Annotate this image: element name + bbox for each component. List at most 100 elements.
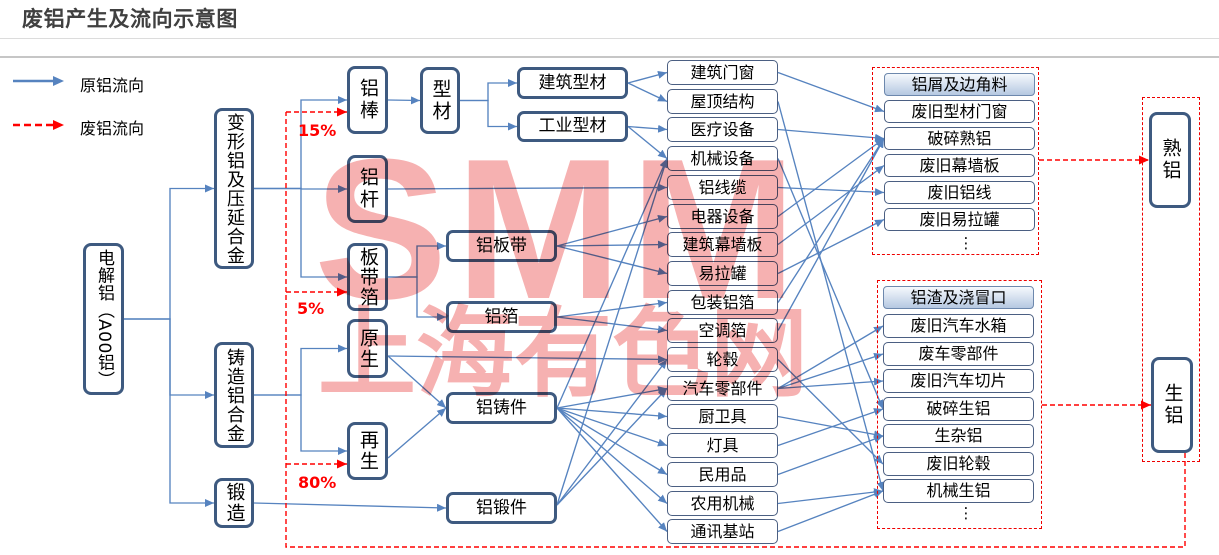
forging-box: 锻造 [214, 478, 254, 528]
scrap-class-frame [1142, 97, 1200, 462]
primary-flow-cans-to-old-cans [777, 218, 885, 275]
primary-box: 原生 [347, 319, 388, 378]
auto-parts-box: 汽车零部件 [667, 376, 778, 401]
primary-flow-castings-to-farm-machinery [556, 407, 668, 505]
lamps-box: 灯具 [667, 433, 778, 458]
header-divider [0, 56, 1219, 58]
secondary-label: 再生 [357, 430, 379, 472]
primary-flow-forgings-to-machinery [556, 158, 669, 506]
forgings-label: 铝锻件 [476, 497, 527, 518]
primary-flow-castings-to-household [556, 407, 668, 476]
kitchen-bath-box: 厨卫具 [667, 404, 778, 429]
primary-flow-industrial-profile-to-machinery [627, 125, 668, 160]
wire-rod-box: 铝杆 [347, 155, 388, 223]
primary-flow-household-to-mixed-cast [777, 435, 884, 476]
forgings-box: 铝锻件 [446, 492, 557, 524]
cans-label: 易拉罐 [698, 263, 747, 283]
old-al-wire-label: 废旧铝线 [927, 182, 992, 202]
primary-flow-wrought-to-sheet-foil [254, 187, 347, 281]
primary-flow-casting-alloy-to-secondary [254, 394, 347, 455]
shredded-wrought-label: 破碎熟铝 [927, 128, 992, 148]
building-profile-box: 建筑型材 [517, 67, 628, 99]
profile-label: 型材 [429, 78, 452, 123]
castings-label: 铝铸件 [476, 397, 527, 418]
packaging-foil-box: 包装铝箔 [667, 290, 778, 315]
industrial-profile-label: 工业型材 [538, 116, 607, 136]
dross-group-header-label: 铝渣及浇冒口 [910, 287, 1007, 307]
primary-flow-sheet-foil-to-sheet-strip [388, 242, 446, 278]
primary-flow-castings-to-telecom-station [556, 407, 668, 532]
scrap-share-label: 80% [298, 473, 337, 492]
old-cans-label: 废旧易拉罐 [919, 209, 1000, 229]
old-cans-box: 废旧易拉罐 [884, 208, 1035, 231]
rod-box: 铝棒 [347, 66, 388, 134]
sheet-strip-label: 铝板带 [476, 235, 527, 256]
primary-flow-curtain-wall-to-old-curtain-wall [777, 164, 885, 246]
packaging-foil-label: 包装铝箔 [690, 292, 755, 312]
primary-flow-castings-to-auto-parts [556, 386, 668, 409]
cans-box: 易拉罐 [667, 261, 778, 286]
primary-flow-castings-to-lamps [556, 407, 668, 447]
scrap-share-label: 15% [298, 121, 337, 140]
primary-flow-castings-to-machinery [556, 158, 668, 409]
primary-flow-roof-structure-to-machinery-cast [777, 101, 885, 492]
primary-flow-secondary-to-castings [387, 407, 447, 459]
doors-windows-box: 建筑门窗 [667, 60, 778, 85]
primary-flow-machinery-to-shredded-cast [777, 158, 884, 410]
sheet-foil-box: 板带箔 [347, 243, 388, 311]
primary-flow-lamps-to-shredded-cast [777, 408, 884, 447]
primary-flow-forgings-to-auto-parts [556, 388, 668, 506]
telecom-station-label: 通讯基站 [690, 521, 755, 541]
household-label: 民用品 [698, 464, 747, 484]
primary-flow-kitchen-bath-to-mixed-cast [777, 415, 884, 439]
wheels-label: 轮毂 [706, 349, 739, 369]
primary-flow-industrial-profile-to-medical-equipment [627, 124, 668, 133]
household-box: 民用品 [667, 462, 778, 487]
page-title: 废铝产生及流向示意图 [22, 7, 238, 31]
primary-flow-forgings-to-wheels [556, 359, 668, 506]
primary-flow-sheet-strip-to-appliances [556, 214, 668, 247]
legend-primary-flow-label: 原铝流向 [80, 76, 145, 95]
machinery-label: 机械设备 [690, 148, 755, 168]
electrolytic-box: 电解铝（A00铝） [83, 243, 124, 395]
old-radiators-label: 废旧汽车水箱 [910, 316, 1007, 335]
legend-scrap-flow-label: 废铝流向 [80, 119, 145, 138]
auto-shred-box: 废旧汽车切片 [883, 369, 1034, 393]
lamps-label: 灯具 [706, 435, 739, 455]
primary-flow-primary-to-wheels [387, 355, 668, 364]
primary-flow-castings-to-kitchen-bath [556, 407, 668, 420]
primary-flow-medical-equipment-to-shredded-wrought [777, 128, 885, 142]
primary-flow-doors-windows-to-old-profile-windows [777, 71, 885, 113]
foil-box: 铝箔 [446, 301, 557, 333]
old-curtain-wall-box: 废旧幕墙板 [884, 154, 1035, 177]
primary-flow-packaging-foil-to-shredded-wrought [777, 138, 885, 303]
primary-flow-farm-machinery-to-machinery-cast [777, 488, 884, 505]
sheet-strip-box: 铝板带 [446, 230, 557, 262]
curtain-wall-box: 建筑幕墙板 [667, 232, 778, 257]
primary-flow-electrolytic-to-wrought [124, 184, 214, 320]
foil-label: 铝箔 [484, 306, 519, 327]
appliances-box: 电器设备 [667, 204, 778, 229]
machinery-cast-label: 机械生铝 [926, 481, 991, 500]
ac-foil-box: 空调箔 [667, 318, 778, 343]
old-radiators-box: 废旧汽车水箱 [883, 314, 1034, 338]
old-profile-windows-label: 废旧型材门窗 [911, 101, 1008, 121]
curtain-wall-label: 建筑幕墙板 [682, 234, 763, 254]
turnings-group-frame [872, 67, 1039, 255]
primary-flow-auto-parts-to-old-radiators [777, 325, 884, 390]
roof-structure-label: 屋顶结构 [690, 91, 755, 111]
wire-rod-label: 铝杆 [357, 167, 379, 211]
vertical-ellipsis-icon: ⋮ [958, 504, 974, 522]
wrought-box: 变形铝及压延合金 [214, 108, 254, 269]
primary-flow-sheet-strip-to-cans [556, 245, 668, 276]
cables-box: 铝线缆 [667, 175, 778, 200]
mixed-cast-box: 生杂铝 [883, 424, 1034, 448]
red-dashed-arrow-icon [13, 120, 64, 130]
vertical-ellipsis-icon: ⋮ [958, 234, 974, 252]
medical-equipment-label: 医疗设备 [690, 119, 755, 139]
primary-flow-ac-foil-to-shredded-wrought [777, 138, 885, 331]
electrolytic-label: 电解铝（A00铝） [94, 249, 114, 389]
old-al-wire-box: 废旧铝线 [884, 181, 1035, 204]
wheels-box: 轮毂 [667, 347, 778, 372]
